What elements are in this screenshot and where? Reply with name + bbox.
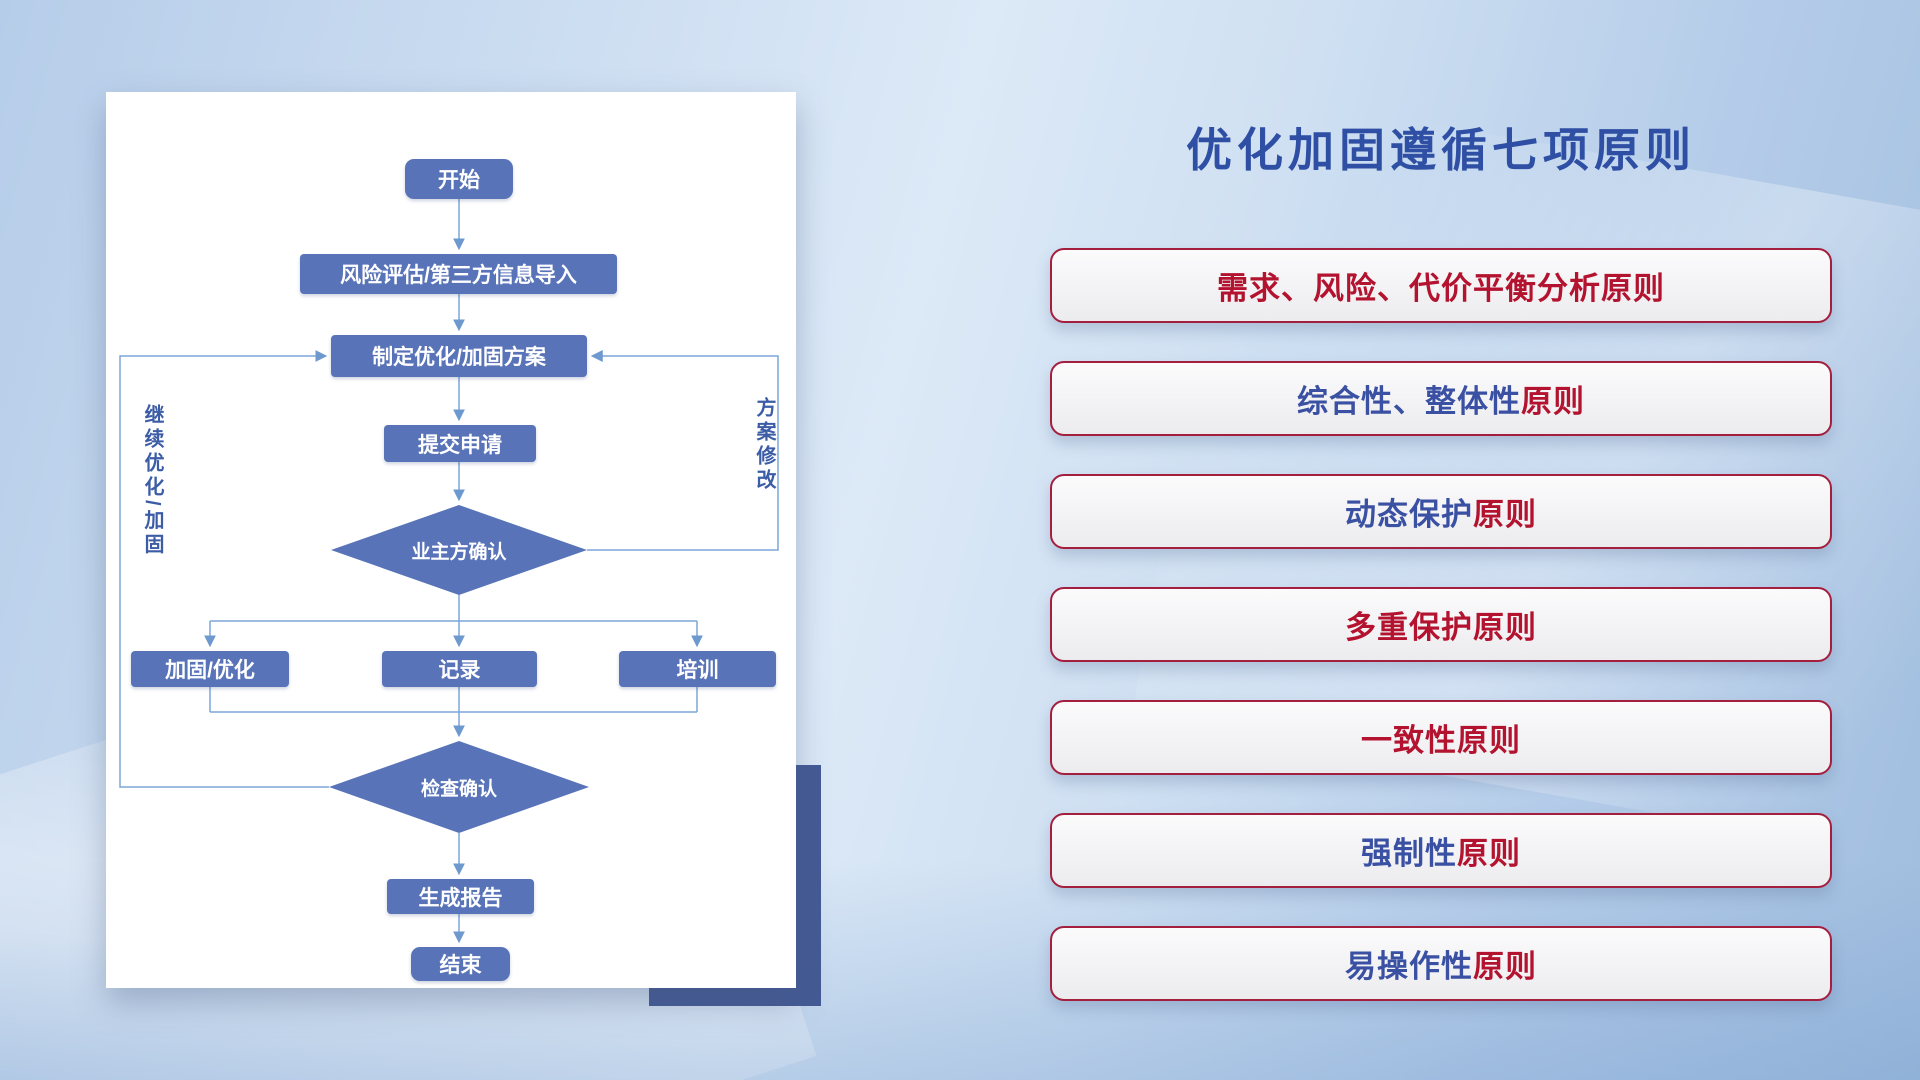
principle-box: 需求、风险、代价平衡分析原则: [1050, 248, 1832, 323]
principle-text: 需求、风险、代价平衡分析原则: [1217, 271, 1665, 306]
flow-decision-owner-confirm-label: 业主方确认: [411, 541, 507, 563]
principle-text: 原则: [1473, 497, 1537, 532]
flow-node-risk-import: 风险评估/第三方信息导入: [300, 254, 617, 294]
principle-text: 一致性原则: [1361, 723, 1521, 758]
principle-box: 易操作性原则: [1050, 926, 1832, 1001]
page-title: 优化加固遵循七项原则: [1186, 124, 1696, 176]
principle-text: 强制性: [1361, 836, 1457, 871]
flow-decision-check-confirm-label: 检查确认: [420, 778, 497, 800]
flow-connectors: [119, 199, 779, 944]
flowchart-card: 开始 风险评估/第三方信息导入 制定优化/加固方案 提交申请 业主方确认 加固/…: [106, 92, 796, 988]
principles-panel: 优化加固遵循七项原则 需求、风险、代价平衡分析原则综合性、整体性原则动态保护原则…: [1050, 0, 1832, 1080]
principle-text: 动态保护: [1345, 497, 1473, 532]
principle-text: 原则: [1473, 949, 1537, 984]
flow-node-end: 结束: [411, 947, 510, 981]
principle-box: 强制性原则: [1050, 813, 1832, 888]
principle-box: 动态保护原则: [1050, 474, 1832, 549]
principle-text: 易操作性: [1345, 949, 1473, 984]
flow-node-report: 生成报告: [387, 879, 534, 914]
flow-node-submit: 提交申请: [384, 425, 536, 462]
principle-box: 一致性原则: [1050, 700, 1832, 775]
flow-node-record: 记录: [382, 651, 537, 687]
principle-text: 综合性、整体性: [1297, 384, 1521, 419]
principle-text: 多重保护原则: [1345, 610, 1537, 645]
principle-box: 综合性、整体性原则: [1050, 361, 1832, 436]
flow-node-harden-optimize: 加固/优化: [131, 651, 289, 687]
flow-loop-label-continue-optimize: 继续优化/加固: [141, 404, 163, 558]
flow-loop-label-plan-revision: 方案修改: [753, 397, 775, 493]
principle-text: 原则: [1521, 384, 1585, 419]
flow-node-start: 开始: [405, 159, 513, 199]
flow-node-plan: 制定优化/加固方案: [331, 335, 587, 377]
principle-text: 原则: [1457, 836, 1521, 871]
principle-box: 多重保护原则: [1050, 587, 1832, 662]
flow-node-training: 培训: [619, 651, 776, 687]
